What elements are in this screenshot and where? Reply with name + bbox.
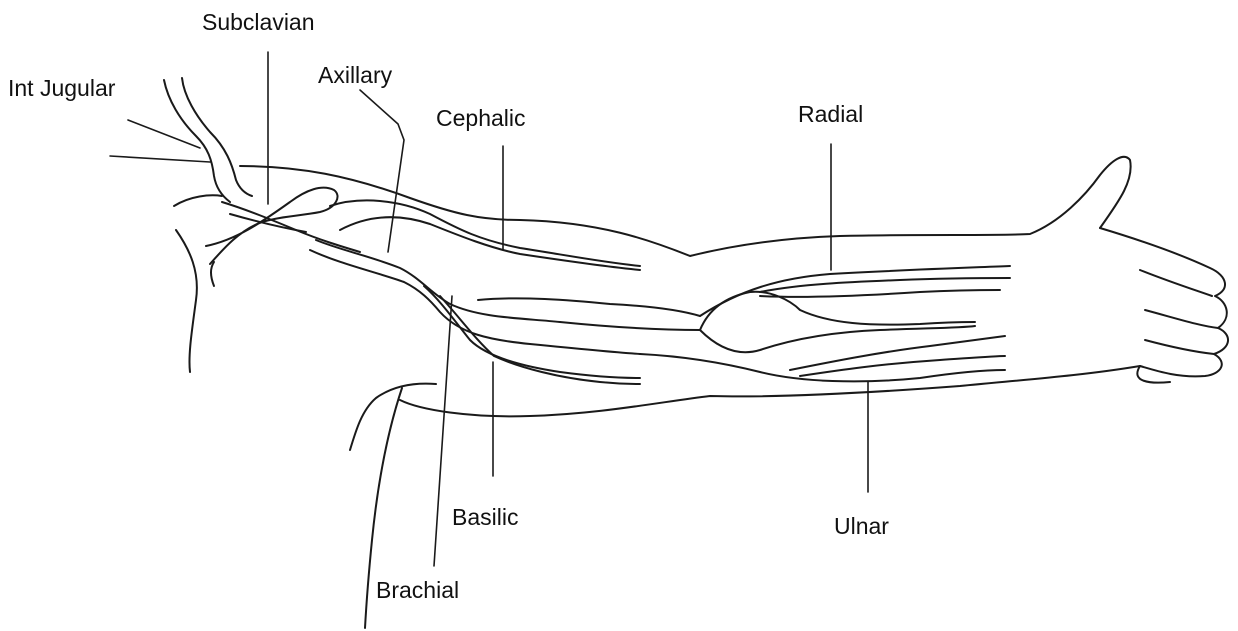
chest-contour <box>211 262 214 286</box>
label-axillary: Axillary <box>318 62 393 88</box>
brachial-vein-top <box>316 240 700 330</box>
finger-line-1 <box>1140 270 1212 296</box>
label-int-jugular: Int Jugular <box>8 75 116 101</box>
median-forearm-vein <box>700 292 975 330</box>
radial-vein-lower-branch <box>760 290 1000 297</box>
finger-line-2 <box>1145 310 1218 328</box>
subclavian-vein-upper <box>222 202 360 252</box>
chest-outline <box>176 230 197 372</box>
int-jugular-vein-line-a <box>164 80 230 202</box>
int-jugular-leader-a <box>128 120 200 148</box>
int-jugular-vein-line-b <box>182 78 252 196</box>
wrist-outline <box>1137 366 1170 383</box>
ulnar-vein-upper <box>790 336 1005 370</box>
cephalic-vein-top <box>330 200 640 266</box>
arm-top-outline <box>240 157 1131 256</box>
ulnar-vein-middle <box>800 356 1005 376</box>
label-cephalic: Cephalic <box>436 105 526 131</box>
brachial-leader <box>434 296 452 566</box>
median-forearm-vein-lower <box>700 326 975 352</box>
axillary-leader <box>360 90 404 252</box>
label-brachial: Brachial <box>376 577 459 603</box>
median-vein-top <box>478 298 700 316</box>
ulnar-vein-bottom <box>640 354 1005 381</box>
basilic-vein-top <box>424 286 640 378</box>
int-jugular-leader-b <box>110 156 210 162</box>
label-subclavian: Subclavian <box>202 9 315 35</box>
arm-outline <box>174 157 1228 628</box>
clavicle-outline <box>174 195 222 206</box>
veins <box>164 78 1010 384</box>
label-ulnar: Ulnar <box>834 513 889 539</box>
finger-line-3 <box>1145 340 1214 354</box>
label-basilic: Basilic <box>452 504 518 530</box>
label-radial: Radial <box>798 101 863 127</box>
